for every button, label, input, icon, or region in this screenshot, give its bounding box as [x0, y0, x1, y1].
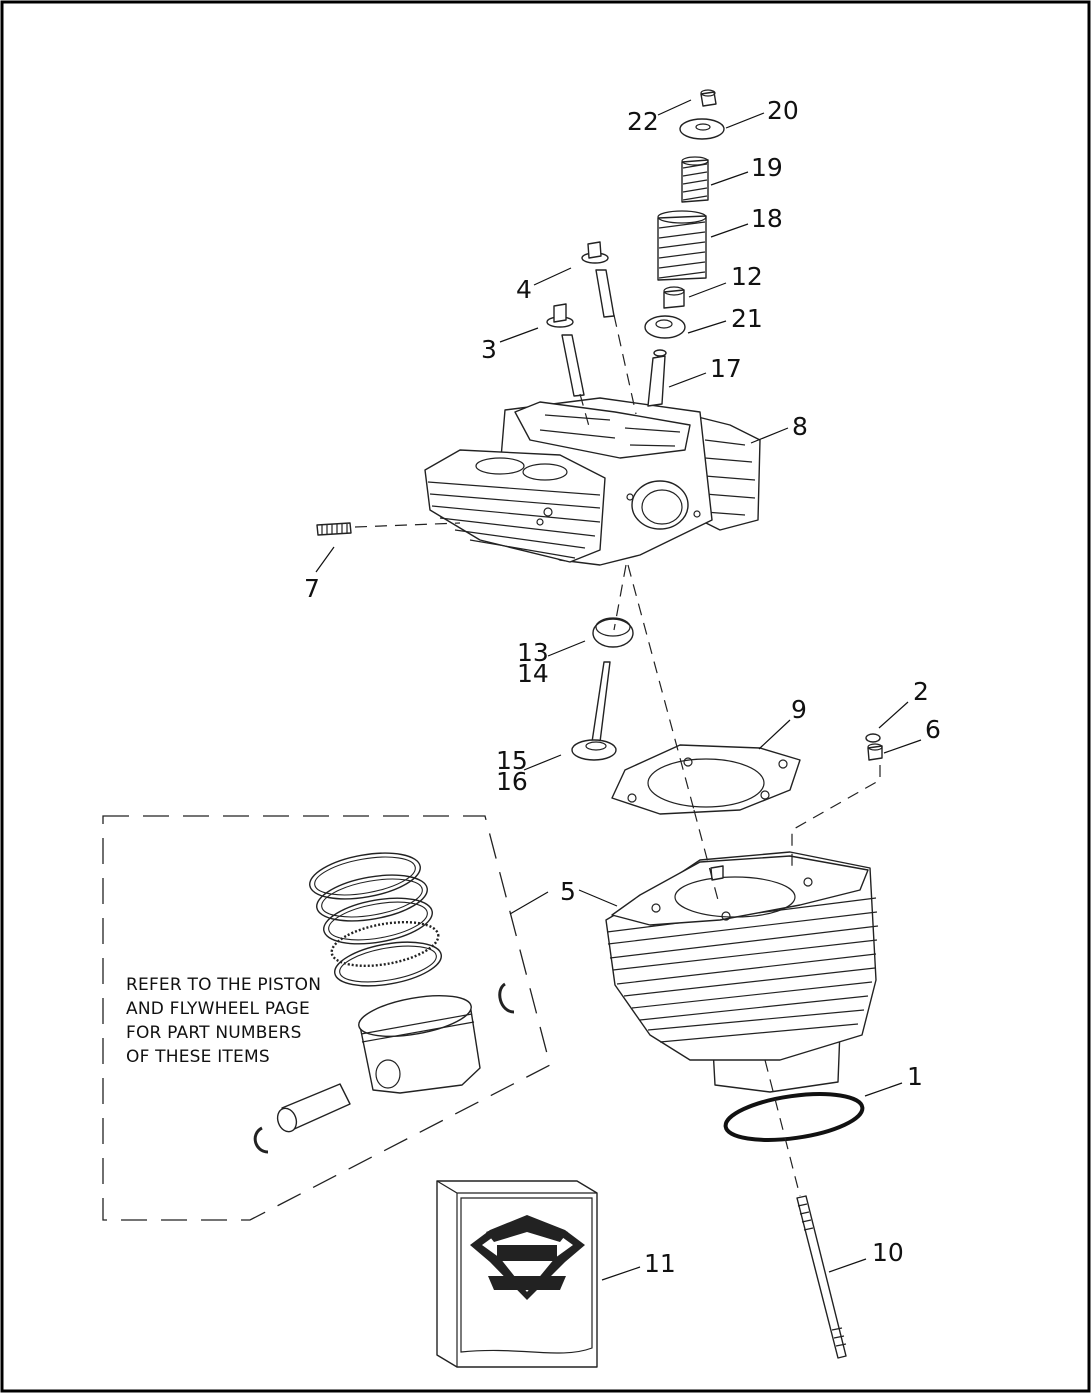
o-ring-1 [723, 1092, 865, 1142]
callout-18: 18 [751, 204, 783, 233]
callout-12: 12 [731, 262, 763, 291]
callout-13: 13 [517, 638, 549, 667]
note-line-1: REFER TO THE PISTON [126, 975, 321, 995]
callout-16: 16 [496, 767, 528, 796]
valve-seat-13 [592, 617, 634, 648]
callout-4: 4 [516, 275, 532, 304]
valve-key-22 [700, 89, 717, 107]
push-rod-3 [546, 303, 585, 397]
callout-1: 1 [907, 1062, 923, 1091]
valve-seal-12 [663, 286, 685, 309]
note-line-3: FOR PART NUMBERS [126, 1023, 302, 1043]
valve-guide-17 [647, 349, 667, 407]
dowel-6 [867, 743, 883, 761]
callout-7: 7 [304, 574, 320, 603]
callout-3: 3 [481, 335, 497, 364]
spring-seat-21 [644, 315, 686, 339]
callout-20: 20 [767, 96, 799, 125]
callout-2: 2 [913, 677, 929, 706]
callout-9: 9 [791, 695, 807, 724]
callout-8: 8 [792, 412, 808, 441]
stud-10 [796, 1195, 847, 1359]
head-gasket-9 [611, 744, 801, 815]
note-line-4: OF THESE ITEMS [126, 1047, 270, 1067]
leader-lines [315, 99, 922, 1281]
callout-11: 11 [644, 1249, 676, 1278]
cylinder-head [424, 397, 761, 566]
inner-spring-19 [681, 156, 709, 203]
piston-group [102, 815, 551, 1221]
note-line-2: AND FLYWHEEL PAGE [126, 999, 310, 1019]
callout-15: 15 [496, 746, 528, 775]
callout-numbers: 22 20 19 18 12 4 21 3 17 8 7 13 14 2 9 6… [304, 96, 941, 1278]
callout-19: 19 [751, 153, 783, 182]
harley-davidson-logo [470, 1215, 585, 1300]
callout-22: 22 [627, 107, 659, 136]
callout-6: 6 [925, 715, 941, 744]
parts-box-11 [436, 1180, 598, 1368]
callout-14: 14 [517, 659, 549, 688]
outer-spring-18 [657, 210, 707, 281]
callout-5: 5 [560, 877, 576, 906]
alignment-lines [354, 314, 881, 1197]
valve-15 [571, 661, 617, 761]
spring-7 [316, 522, 352, 536]
callout-21: 21 [731, 304, 763, 333]
callout-10: 10 [872, 1238, 904, 1267]
o-ring-2 [865, 733, 881, 743]
cylinder-5 [605, 851, 879, 1093]
push-rod-4 [581, 241, 615, 318]
callout-17: 17 [710, 354, 742, 383]
reference-note: REFER TO THE PISTON AND FLYWHEEL PAGE FO… [126, 975, 321, 1067]
valve-collar-20 [679, 118, 725, 140]
